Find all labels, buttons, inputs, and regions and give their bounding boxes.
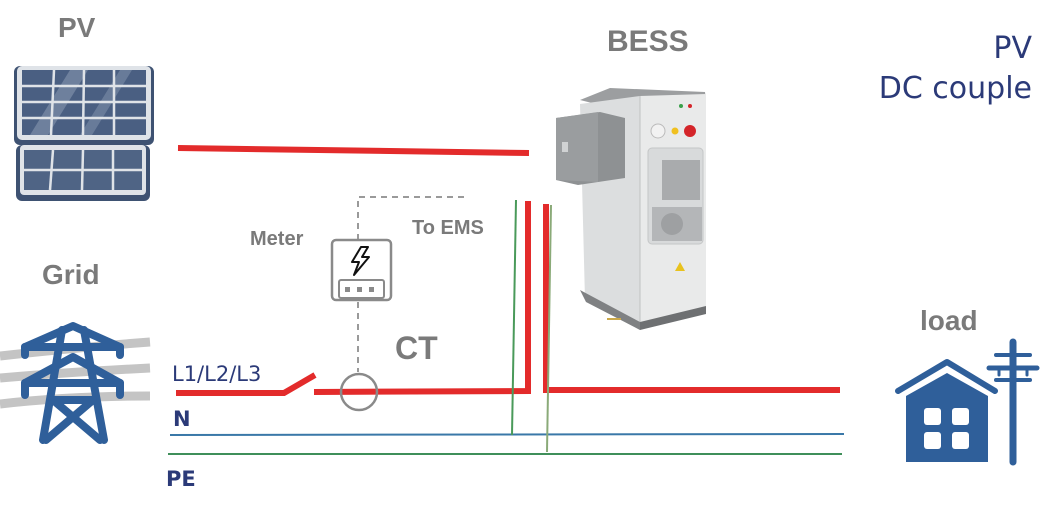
grid-label: Grid <box>42 259 100 290</box>
earth-drop-bess <box>546 204 552 453</box>
solar-panel-icon <box>14 66 154 201</box>
ems-comm-line <box>357 196 465 240</box>
utility-pole-icon <box>986 338 1040 466</box>
earth-label: PE <box>166 467 196 491</box>
neutral-drop-bess <box>511 199 517 436</box>
pv-label: PV <box>58 12 96 43</box>
meter-icon <box>330 238 393 302</box>
bess-cabinet-image <box>556 88 706 330</box>
phase-line-grid-segment <box>176 372 317 396</box>
diagram-title: PV DC couple <box>866 29 1032 109</box>
meter-label: Meter <box>250 228 304 250</box>
load-house-icon <box>895 359 998 462</box>
title-line-2: DC couple <box>878 71 1032 106</box>
ct-label: CT <box>395 330 438 366</box>
bess-label: BESS <box>607 25 689 58</box>
to-ems-label: To EMS <box>412 217 484 239</box>
title-line-1: PV <box>993 31 1032 66</box>
ct-ring <box>339 372 379 412</box>
grid-tower-icon <box>0 322 151 444</box>
phase-line-bess-out <box>543 204 840 393</box>
neutral-label: N <box>173 407 191 431</box>
neutral-line <box>169 433 845 436</box>
phase-line-bess-in <box>313 201 531 395</box>
phase-label: L1/L2/L3 <box>172 362 262 386</box>
load-label: load <box>920 305 978 336</box>
pv-dc-line <box>177 145 530 156</box>
